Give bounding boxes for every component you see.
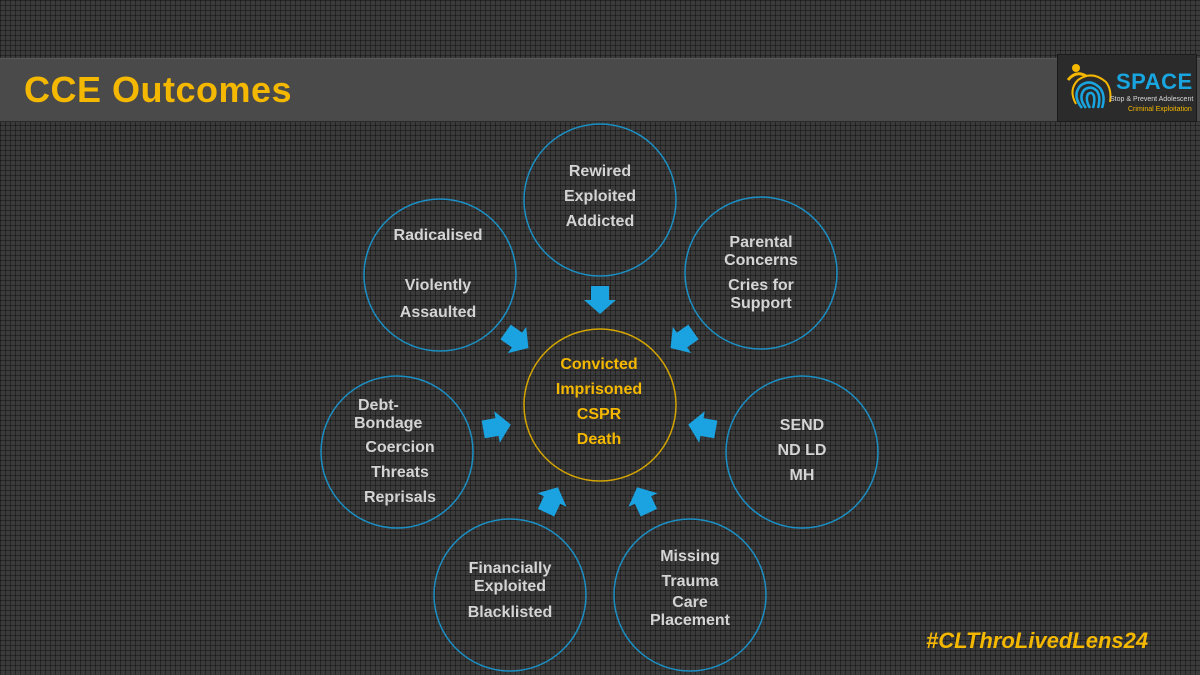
node-line: Assaulted — [399, 304, 477, 321]
logo-tagline-sub: Criminal Exploitation — [1128, 106, 1192, 113]
node-line: Radicalised — [393, 227, 483, 244]
page-title: CCE Outcomes — [24, 69, 293, 110]
node-line: Debt- — [358, 397, 399, 414]
arrow-bottom-right — [628, 487, 658, 517]
node-line: Bondage — [354, 415, 423, 432]
node-text-rewired: Rewired Exploited Addicted — [540, 159, 660, 234]
node-line: Concerns — [724, 252, 798, 269]
title-bar: CCE Outcomes — [0, 58, 1200, 122]
center-line: Convicted — [560, 356, 638, 373]
arrow-right — [688, 411, 718, 443]
node-text-missing: Missing Trauma Care Placement — [630, 544, 750, 630]
node-line: Exploited — [473, 578, 546, 595]
node-line: Addicted — [565, 213, 635, 230]
node-line: Parental — [729, 234, 793, 251]
logo-wordmark: SPACE — [1116, 69, 1193, 94]
node-text-financially: Financially Exploited Blacklisted — [450, 560, 570, 625]
node-text-send: SEND ND LD MH — [742, 413, 862, 488]
logo-tagline: Stop & Prevent Adolescent — [1110, 96, 1194, 103]
arrow-bottom-left — [537, 487, 567, 517]
node-line: Reprisals — [363, 489, 437, 506]
center-line: Imprisoned — [555, 381, 643, 398]
arrow-top-left — [500, 324, 529, 354]
arrow-top-right — [670, 324, 699, 354]
center-text: Convicted Imprisoned CSPR Death — [524, 352, 674, 452]
center-line: CSPR — [576, 406, 622, 423]
arrow-left — [481, 411, 511, 443]
node-circle-bottom-left — [433, 518, 587, 672]
node-circle-left — [320, 375, 474, 529]
node-text-debt: Debt- Bondage Coercion Threats Reprisals — [340, 397, 460, 510]
node-line: Financially — [468, 560, 552, 577]
node-circle-top-right — [684, 196, 838, 350]
center-line: Death — [576, 431, 622, 448]
node-line: MH — [789, 467, 815, 484]
hashtag: #CLThroLivedLens24 — [926, 628, 1149, 653]
node-line: Cries for — [728, 277, 794, 294]
center-circle — [523, 328, 677, 482]
node-text-parental: Parental Concerns Cries for Support — [701, 234, 821, 313]
node-line: Blacklisted — [467, 604, 553, 621]
node-line: Rewired — [568, 163, 632, 180]
node-circle-bottom-right — [613, 518, 767, 672]
node-circle-top-left — [363, 198, 517, 352]
node-line: Threats — [371, 464, 429, 481]
node-line: Care — [672, 594, 708, 611]
node-line: SEND — [779, 417, 825, 434]
fingerprint-icon — [1066, 64, 1112, 109]
node-line: Placement — [649, 612, 731, 629]
node-line: Missing — [660, 548, 720, 565]
space-logo: SPACE Stop & Prevent Adolescent Criminal… — [1057, 54, 1197, 122]
node-line: ND LD — [777, 442, 827, 459]
node-circle-right — [725, 375, 879, 529]
node-text-radicalised: Radicalised Violently Assaulted — [378, 223, 498, 325]
node-circle-top — [523, 123, 677, 277]
node-line: Violently — [404, 277, 472, 294]
node-line: Coercion — [365, 439, 435, 456]
node-line: Support — [730, 295, 792, 312]
node-line: Exploited — [563, 188, 636, 205]
arrow-top — [584, 286, 616, 314]
node-line: Trauma — [661, 573, 719, 590]
